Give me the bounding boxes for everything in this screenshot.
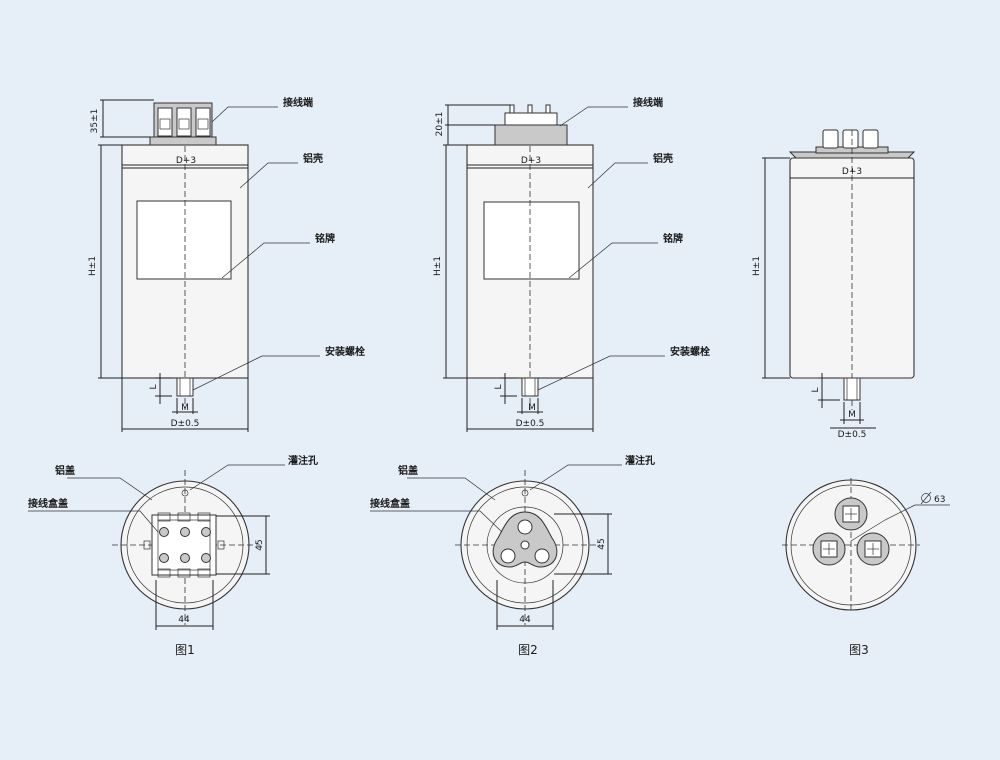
- fig2-nameplate: [483, 201, 580, 280]
- fig2-label-cover: 铝盖: [398, 464, 418, 477]
- fig1-label-bolt: 安装螺栓: [325, 345, 365, 358]
- fig1-dim-l: L: [149, 384, 159, 389]
- fig3-dim-m: M: [848, 410, 856, 420]
- fig3-mounting-bolt: [843, 377, 861, 401]
- fig1-dim-44: 44: [178, 615, 190, 625]
- fig1-nameplate: [136, 200, 232, 280]
- fig2-label-fill-hole: 灌注孔: [625, 454, 655, 467]
- fig1-top-view: 44 45 铝盖 灌注孔 接线盒盖: [28, 454, 318, 630]
- fig1-label-terminal: 接线端: [283, 96, 313, 109]
- fig1-label-box-cover: 接线盒盖: [28, 497, 68, 510]
- fig2-label-terminal: 接线端: [633, 96, 663, 109]
- fig3-terminals: [822, 129, 879, 149]
- fig2-mounting-bolt: [521, 377, 539, 397]
- fig3-dim-d3: D+3: [842, 167, 862, 177]
- fig1-side-view: 35±1 H±1 D+3 D±0.5 M L 接线端 铝壳 铭牌 安装螺栓: [88, 96, 365, 432]
- diameter-symbol: [921, 493, 931, 503]
- fig2-label-nameplate: 铭牌: [663, 232, 683, 245]
- fig1-dim-m: M: [181, 403, 189, 413]
- fig1-terminal-block: [149, 102, 217, 146]
- fig2-dim-20: 20±1: [435, 112, 445, 137]
- fig1-label-shell: 铝壳: [303, 152, 323, 165]
- fig2-terminal-box: [492, 511, 558, 568]
- fig1-mounting-bolt: [176, 377, 194, 397]
- caption-fig2: 图2: [518, 643, 538, 657]
- fig1-label-fill-hole: 灌注孔: [288, 454, 318, 467]
- fig1-dim-45: 45: [255, 539, 265, 550]
- fig1-label-nameplate: 铭牌: [315, 232, 335, 245]
- fig2-label-box-cover: 接线盒盖: [370, 497, 410, 510]
- fig3-side-view: D+3 H±1 L M D±0.5: [752, 129, 916, 440]
- fig2-dim-d3: D+3: [521, 156, 541, 166]
- fig2-dim-d05: D±0.5: [516, 419, 545, 429]
- fig2-dim-45: 45: [597, 538, 607, 549]
- fig2-side-view: 20±1 H±1 D+3 D±0.5 M L 接线端 铝壳 铭牌 安装螺栓: [433, 96, 710, 432]
- fig1-dim-35: 35±1: [90, 109, 100, 134]
- fig3-dim-63: 63: [934, 495, 945, 505]
- fig2-dim-44: 44: [519, 615, 531, 625]
- fig3-top-view: 63: [782, 478, 950, 612]
- fig3-terminals-top: [812, 497, 890, 566]
- fig3-dim-l: L: [811, 387, 821, 392]
- fig3-dim-d05: D±0.5: [838, 430, 867, 440]
- caption-fig3: 图3: [849, 643, 869, 657]
- fig1-dim-d05: D±0.5: [171, 419, 200, 429]
- caption-fig1: 图1: [175, 643, 195, 657]
- fig3-dim-h: H±1: [752, 256, 762, 276]
- fig2-dim-m: M: [528, 403, 536, 413]
- fig1-label-cover: 铝盖: [55, 464, 75, 477]
- fig1-terminal-box: [143, 512, 225, 578]
- fig1-dim-d3: D+3: [176, 156, 196, 166]
- fig1-dim-h: H±1: [88, 256, 98, 276]
- fig2-dim-l: L: [494, 384, 504, 389]
- fig2-label-bolt: 安装螺栓: [670, 345, 710, 358]
- fig2-terminal-block: [494, 104, 568, 146]
- fig2-top-view: 44 45 铝盖 灌注孔 接线盒盖: [370, 454, 655, 630]
- fig2-label-shell: 铝壳: [653, 152, 673, 165]
- fig2-dim-h: H±1: [433, 256, 443, 276]
